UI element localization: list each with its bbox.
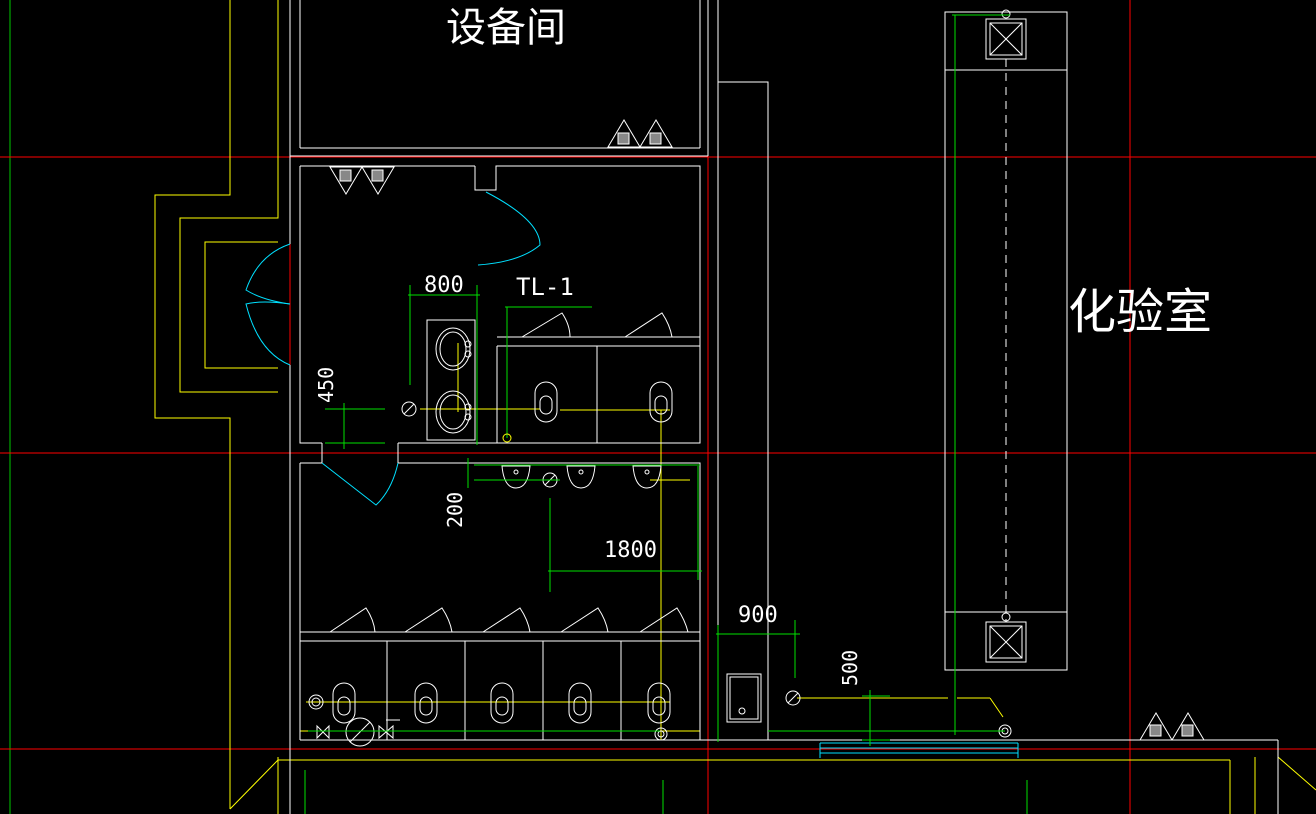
dimension-200: 200	[443, 492, 467, 528]
dimension-900: 900	[738, 603, 778, 628]
dimension-800: 800	[424, 273, 464, 298]
toilet-lower-3	[490, 682, 514, 724]
dimension-1800: 1800	[604, 538, 657, 563]
toilet-lower-4	[568, 682, 592, 724]
fire-symbol	[639, 119, 673, 148]
fire-symbol	[607, 119, 641, 148]
outer-green-lines	[0, 0, 11, 814]
room-label-equipment: 设备间	[446, 5, 566, 51]
yellow-lines	[154, 0, 1316, 814]
pipe-tag-label: TL-1	[516, 273, 574, 301]
dimension-lines	[304, 14, 1028, 814]
toilet-fixtures	[332, 381, 673, 724]
fire-symbols	[329, 119, 1205, 741]
toilet-upper-1	[534, 381, 558, 423]
fire-symbol	[329, 166, 363, 195]
toilet-lower-1	[332, 682, 356, 724]
door-swings	[245, 191, 1019, 758]
wash-basins	[435, 327, 472, 434]
floor-drains	[308, 401, 1012, 747]
lab-vents	[985, 9, 1027, 663]
fire-symbol	[1139, 712, 1173, 741]
toilet-upper-2	[649, 381, 673, 423]
stall-door-arcs	[329, 312, 689, 633]
urinals	[501, 465, 662, 489]
dimension-500: 500	[838, 650, 862, 686]
dimension-450: 450	[314, 367, 338, 403]
toilet-lower-5	[647, 682, 671, 724]
fire-symbol	[1171, 712, 1205, 741]
room-label-lab: 化验室	[1068, 284, 1212, 340]
fire-symbol	[361, 166, 395, 195]
toilet-lower-2	[414, 682, 438, 724]
walls	[289, 0, 1279, 814]
